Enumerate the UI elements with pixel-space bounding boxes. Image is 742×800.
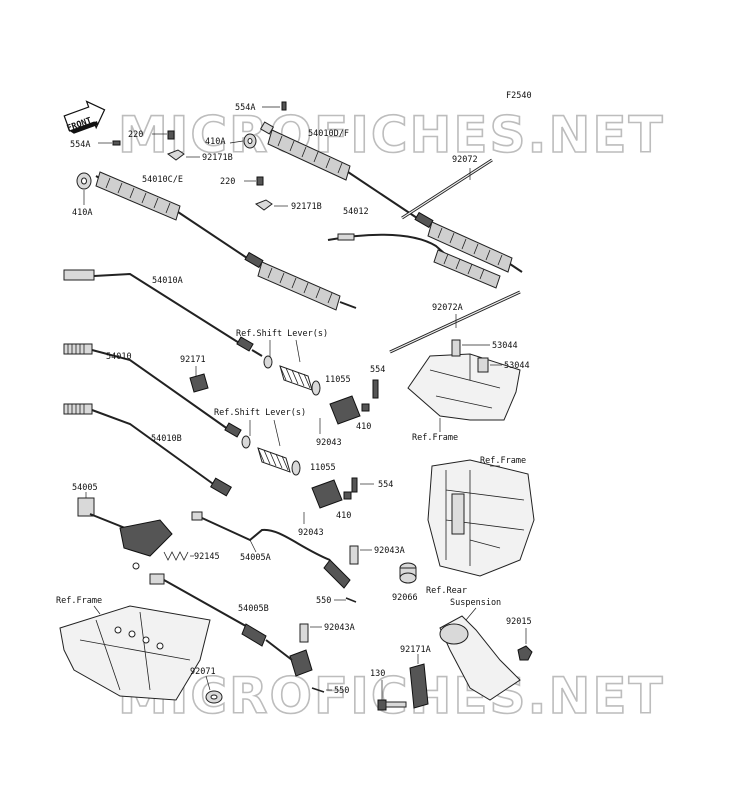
front-arrow-icon <box>63 100 106 134</box>
label-53044-b: 53044 <box>504 361 530 371</box>
label-554A-top: 554A <box>235 103 255 113</box>
bushing-92066 <box>399 562 417 584</box>
label-410-a: 410 <box>356 422 371 432</box>
label-410A-a: 410A <box>205 137 225 147</box>
label-550-b: 550 <box>334 686 349 696</box>
cable-54005A <box>191 511 351 589</box>
label-ref-rear-2: Suspension <box>450 598 501 608</box>
label-554A-left: 554A <box>70 140 90 150</box>
spring-shift-1 <box>263 355 321 396</box>
label-92072: 92072 <box>452 155 478 165</box>
nut-92015 <box>517 645 533 661</box>
clip-92171A <box>409 663 429 709</box>
nut-410-a <box>361 403 370 412</box>
label-ref-shift-2: Ref.Shift Lever(s) <box>214 408 306 418</box>
watermark-top: MICROFICHES.NET <box>118 106 665 164</box>
cable-54005 <box>77 497 173 570</box>
nut-410-b <box>343 491 352 500</box>
label-220-a: 220 <box>128 130 143 140</box>
pin-550-b <box>311 687 325 693</box>
bracket-11055-a <box>329 395 361 425</box>
figure-code: F2540 <box>506 91 532 101</box>
label-ref-rear-1: Ref.Rear <box>426 586 467 596</box>
cable-54010B <box>63 403 232 497</box>
label-53044-a: 53044 <box>492 341 518 351</box>
label-92171B-a: 92171B <box>202 153 233 163</box>
cable-54005B <box>149 573 313 677</box>
block-53044-b <box>477 357 489 373</box>
clip-92171B-b <box>254 199 273 211</box>
label-92171B-b: 92171B <box>291 202 322 212</box>
bolt-554A-top <box>281 101 287 111</box>
bolt-220-b <box>256 176 264 186</box>
label-54010: 54010 <box>106 352 132 362</box>
label-54005B: 54005B <box>238 604 269 614</box>
label-ref-shift-1: Ref.Shift Lever(s) <box>236 329 328 339</box>
bolt-554A-left <box>112 140 121 146</box>
label-92043-a: 92043 <box>316 438 342 448</box>
label-410A-b: 410A <box>72 208 92 218</box>
cable-54012 <box>327 233 501 289</box>
frame-ref-2 <box>427 459 535 577</box>
label-92015: 92015 <box>506 617 532 627</box>
label-11055-b: 11055 <box>310 463 336 473</box>
washer-410A-a <box>243 133 257 149</box>
label-92171A: 92171A <box>400 645 431 655</box>
label-92072A: 92072A <box>432 303 463 313</box>
frame-ref-1 <box>407 353 521 421</box>
label-554-a: 554 <box>370 365 385 375</box>
label-54010CE: 54010C/E <box>142 175 183 185</box>
label-ref-frame-2: Ref.Frame <box>480 456 526 466</box>
bracket-11055-b <box>311 479 343 509</box>
label-92071: 92071 <box>190 667 216 677</box>
clip-92171 <box>189 373 209 393</box>
label-92043A-b: 92043A <box>324 623 355 633</box>
label-11055-a: 11055 <box>325 375 351 385</box>
label-92043-b: 92043 <box>298 528 324 538</box>
label-54005: 54005 <box>72 483 98 493</box>
label-554-b: 554 <box>378 480 393 490</box>
cable-54010DF <box>259 121 523 273</box>
label-ref-frame-3: Ref.Frame <box>56 596 102 606</box>
cable-54010 <box>63 343 242 438</box>
spring-92145 <box>163 551 189 561</box>
frame-ref-3 <box>59 605 211 701</box>
label-54010A: 54010A <box>152 276 183 286</box>
label-54012: 54012 <box>343 207 369 217</box>
pin-92043A-b <box>299 623 309 643</box>
washer-410A-b <box>76 172 92 190</box>
tie-92072A <box>389 290 521 354</box>
bolt-554-b <box>351 477 358 493</box>
grommet-92071 <box>205 690 223 704</box>
label-54010B: 54010B <box>151 434 182 444</box>
bolt-554-a <box>372 379 379 399</box>
label-92066: 92066 <box>392 593 418 603</box>
label-54010DF: 54010D/F <box>308 129 349 139</box>
bolt-220-a <box>167 130 175 140</box>
rear-suspension-ref <box>439 615 521 701</box>
cable-54010CE <box>95 171 357 311</box>
tie-92072 <box>401 158 493 220</box>
label-92145: 92145 <box>194 552 220 562</box>
label-410-b: 410 <box>336 511 351 521</box>
pin-92043A-a <box>349 545 359 565</box>
label-ref-frame-1: Ref.Frame <box>412 433 458 443</box>
label-130: 130 <box>370 669 385 679</box>
label-92043A-a: 92043A <box>374 546 405 556</box>
label-92171: 92171 <box>180 355 206 365</box>
spring-shift-2 <box>241 435 301 476</box>
label-550-a: 550 <box>316 596 331 606</box>
pin-550-a <box>345 597 357 603</box>
cable-54010A <box>63 269 263 357</box>
label-220-b: 220 <box>220 177 235 187</box>
label-54005A: 54005A <box>240 553 271 563</box>
block-53044-a <box>451 339 461 357</box>
clip-92171B-a <box>166 149 185 161</box>
